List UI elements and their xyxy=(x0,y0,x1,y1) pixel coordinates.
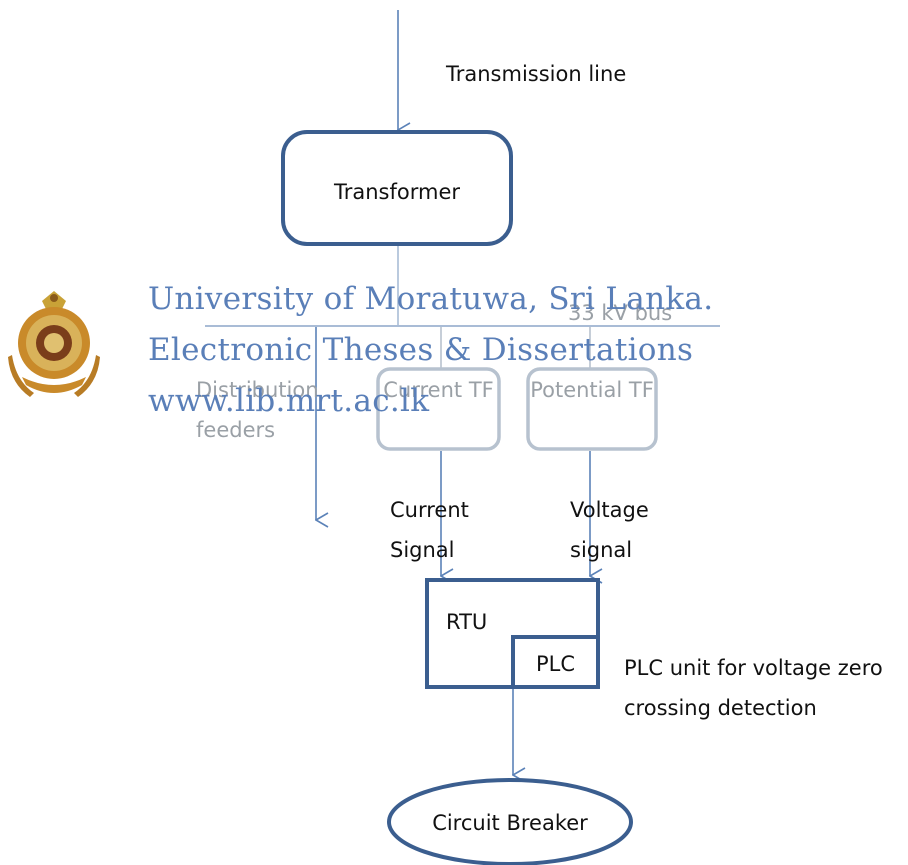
current-tf-box xyxy=(376,367,501,451)
distribution-feeders-label: Distribution feeders xyxy=(196,378,319,442)
university-crest-icon xyxy=(8,291,100,397)
watermark-line-1: University of Moratuwa, Sri Lanka. xyxy=(148,281,714,317)
voltage-signal-label: Voltage signal xyxy=(570,498,649,562)
plc-label: PLC xyxy=(535,652,576,676)
watermark-line-2: Electronic Theses & Dissertations xyxy=(148,332,694,368)
watermark-line-3: www.lib.mrt.ac.lk xyxy=(148,383,430,419)
circuit-breaker-ellipse xyxy=(387,778,633,865)
rtu-label: RTU xyxy=(446,610,488,634)
current-tf-label: Current TF xyxy=(383,378,494,402)
circuit-breaker-label: Circuit Breaker xyxy=(432,811,588,835)
transformer-label: Transformer xyxy=(333,180,460,204)
plc-box xyxy=(511,635,600,689)
transmission-line-label: Transmission line xyxy=(446,62,627,86)
potential-tf-label: Potential TF xyxy=(530,378,654,402)
transformer-box xyxy=(281,130,513,246)
current-signal-label: Current Signal xyxy=(390,498,469,562)
plc-note-label: PLC unit for voltage zero crossing detec… xyxy=(624,656,883,720)
potential-tf-box xyxy=(526,367,658,451)
bus-label: 33 kV bus xyxy=(568,301,673,325)
